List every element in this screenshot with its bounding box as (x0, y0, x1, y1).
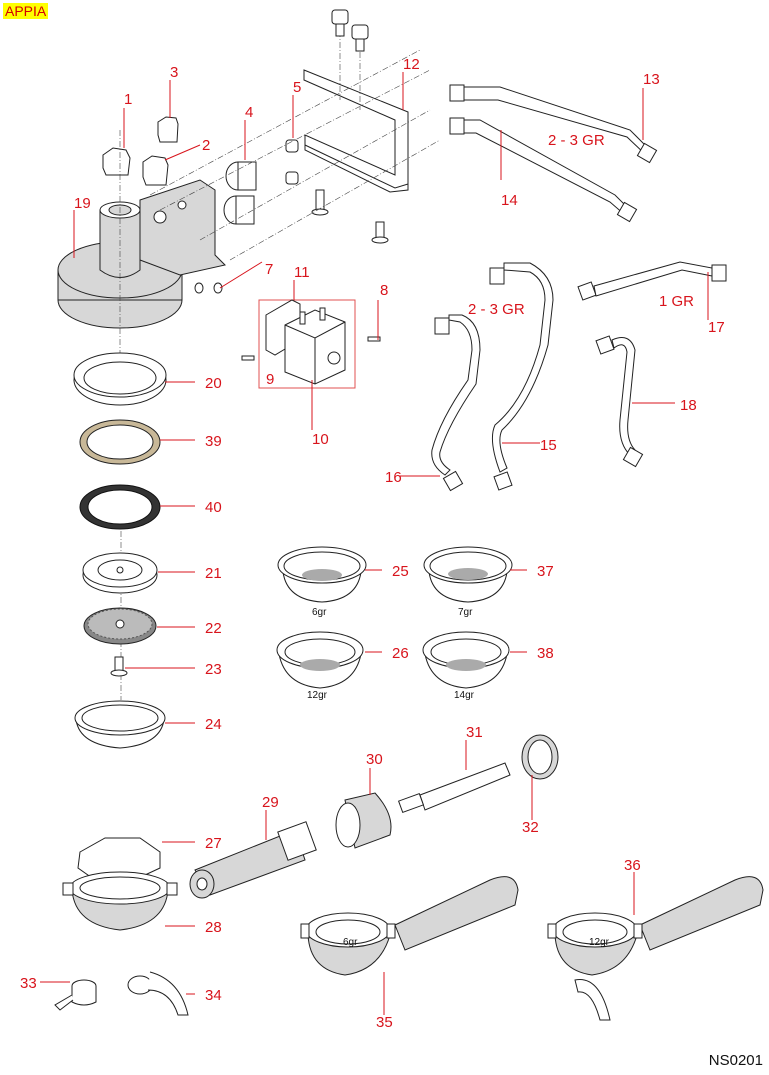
callout-part-32: 32 (522, 819, 539, 836)
callout-part-33: 33 (20, 975, 37, 992)
washer-7 (194, 282, 223, 294)
rod-31 (397, 762, 511, 814)
callout-part-9: 9 (266, 371, 275, 388)
basket-size-25: 6gr (312, 607, 327, 618)
tube-16 (431, 314, 481, 492)
callout-part-16: 16 (385, 469, 402, 486)
tube-15 (489, 262, 554, 491)
callout-part-13: 13 (643, 71, 660, 88)
spacer-5 (285, 139, 299, 185)
callout-part-4: 4 (245, 104, 254, 121)
callout-part-24: 24 (205, 716, 222, 733)
group-note-tubes-15-16: 2 - 3 GR (468, 301, 525, 318)
callout-part-30: 30 (366, 751, 383, 768)
portafilter-35 (300, 876, 519, 976)
plug-2 (142, 155, 169, 186)
group-head-19 (57, 179, 226, 329)
basket-size-26: 12gr (307, 690, 328, 701)
callout-part-21: 21 (205, 565, 222, 582)
gasket-40 (79, 484, 161, 530)
portafilter-size-35: 6gr (343, 937, 358, 948)
group-note-tubes-13-14: 2 - 3 GR (548, 132, 605, 149)
callout-part-23: 23 (205, 661, 222, 678)
callout-part-20: 20 (205, 375, 222, 392)
callout-part-37: 37 (537, 563, 554, 580)
callout-part-27: 27 (205, 835, 222, 852)
tube-13 (449, 84, 658, 164)
basket-37 (423, 546, 513, 603)
leader-lines (40, 72, 709, 1015)
callout-part-35: 35 (376, 1014, 393, 1031)
callout-part-28: 28 (205, 919, 222, 936)
basket-size-38: 14gr (454, 690, 475, 701)
callout-part-26: 26 (392, 645, 409, 662)
basket-26 (276, 631, 364, 689)
callout-part-5: 5 (293, 79, 302, 96)
callout-part-25: 25 (392, 563, 409, 580)
plug-3 (157, 116, 179, 143)
portafilter-size-36: 12gr (589, 937, 610, 948)
callout-part-15: 15 (540, 437, 557, 454)
model-badge: APPIA (3, 3, 49, 19)
tube-18 (595, 335, 644, 468)
solenoid-valve-9 (241, 299, 381, 389)
callout-part-1: 1 (124, 91, 133, 108)
handle-29 (189, 821, 317, 899)
spout-34 (127, 971, 189, 1016)
shower-holder-21 (82, 552, 158, 594)
spring-27 (77, 837, 161, 883)
basket-24 (74, 700, 166, 749)
callout-part-36: 36 (624, 857, 641, 874)
drawing-code: NS0201 (708, 1052, 763, 1069)
basket-size-37: 7gr (458, 607, 473, 618)
callout-part-34: 34 (205, 987, 222, 1004)
gasket-39 (79, 419, 161, 465)
group-note-tube-17: 1 GR (659, 293, 695, 310)
end-ring-32 (521, 734, 559, 780)
callout-part-8: 8 (380, 282, 389, 299)
ring-20 (73, 352, 167, 406)
callout-part-3: 3 (170, 64, 179, 81)
spout-33 (54, 979, 97, 1011)
callout-part-38: 38 (537, 645, 554, 662)
callout-part-7: 7 (265, 261, 274, 278)
callout-part-22: 22 (205, 620, 222, 637)
callout-part-2: 2 (202, 137, 211, 154)
callout-part-14: 14 (501, 192, 518, 209)
screw-23 (110, 656, 128, 677)
basket-25 (277, 546, 367, 603)
portafilter-36 (547, 876, 764, 1021)
plug-1 (102, 147, 131, 176)
callout-part-18: 18 (680, 397, 697, 414)
callout-part-29: 29 (262, 794, 279, 811)
callout-part-19: 19 (74, 195, 91, 212)
callout-part-40: 40 (205, 499, 222, 516)
filter-holder-28 (62, 871, 178, 931)
tube-14 (449, 117, 638, 223)
callout-part-39: 39 (205, 433, 222, 450)
basket-38 (422, 631, 510, 689)
callout-part-31: 31 (466, 724, 483, 741)
callout-part-11: 11 (294, 264, 310, 281)
screw-bracket (311, 9, 389, 244)
callout-part-10: 10 (312, 431, 329, 448)
callout-part-12: 12 (403, 56, 420, 73)
fitting-4 (223, 161, 257, 225)
tube-17 (577, 261, 727, 301)
callout-part-17: 17 (708, 319, 725, 336)
handle-cap-30 (335, 792, 392, 849)
shower-screen-22 (83, 607, 157, 645)
